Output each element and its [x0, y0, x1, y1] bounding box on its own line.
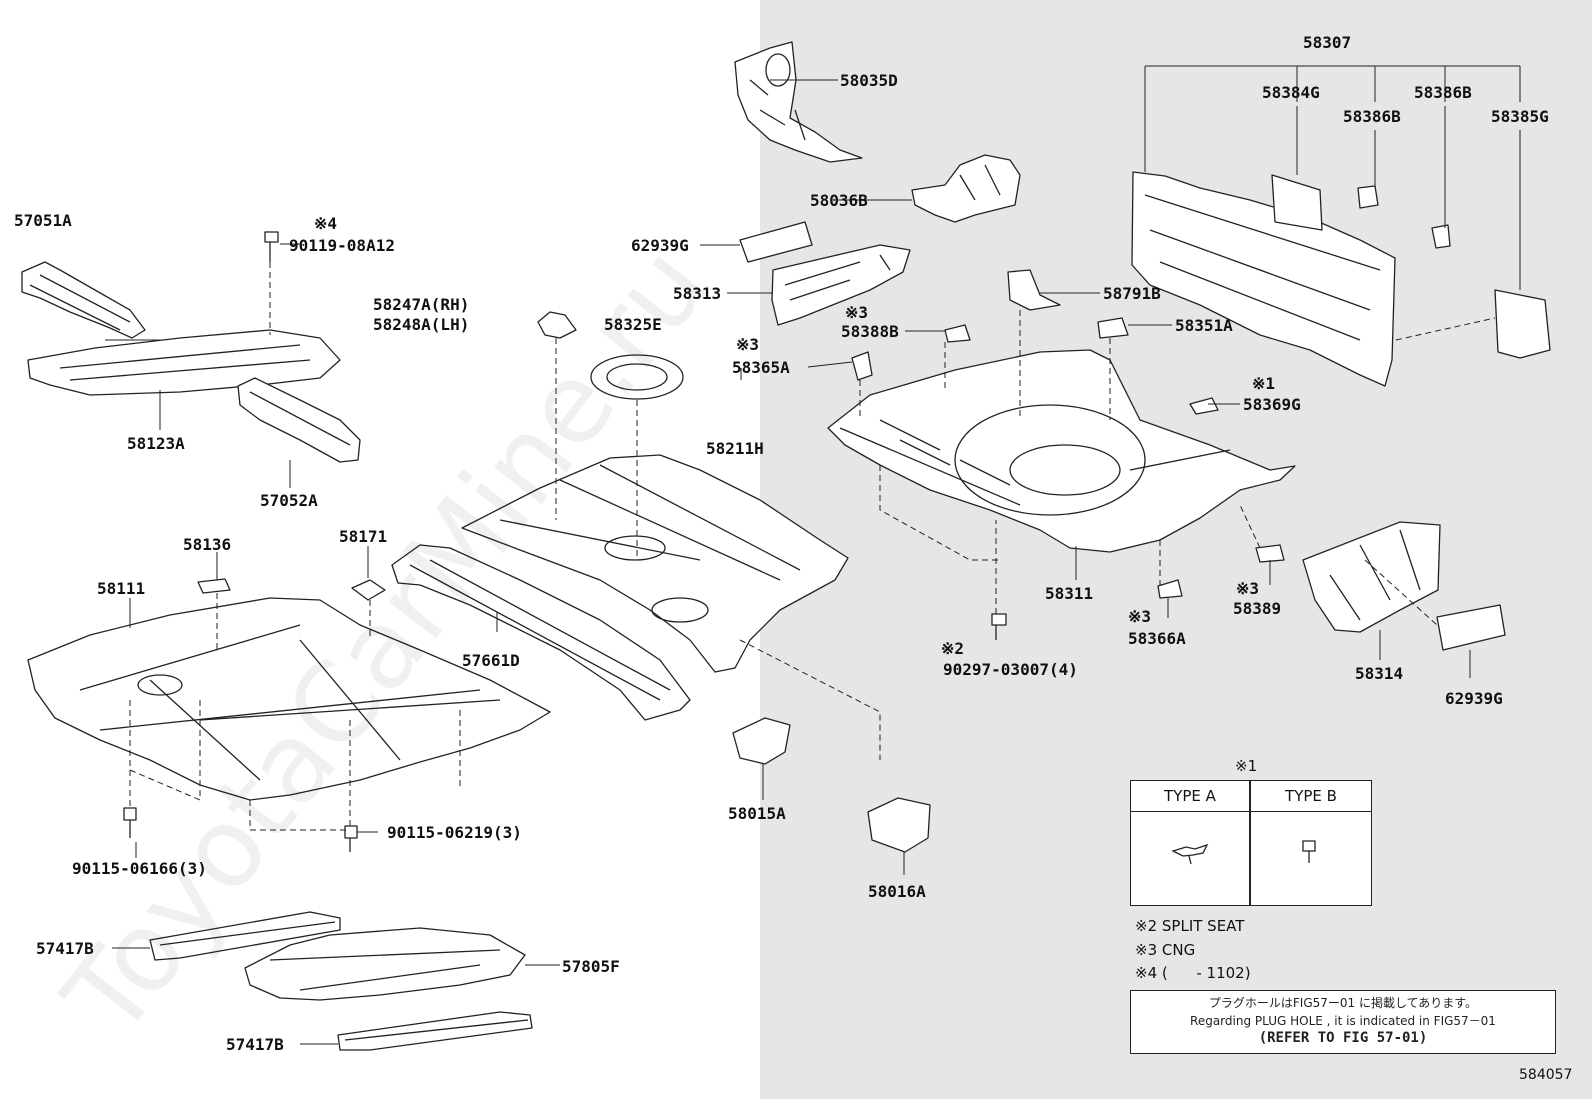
leader-lines	[105, 65, 1521, 1045]
note-cng-text: CNG	[1161, 941, 1196, 959]
floor-57805f	[244, 927, 526, 1001]
callout-58036b: 58036B	[810, 191, 868, 210]
note-date-range: ※4 ( - 1102)	[1135, 964, 1251, 982]
callout-58136: 58136	[183, 535, 232, 554]
callout-58123a: 58123A	[127, 434, 185, 453]
callout-57661d: 57661D	[462, 651, 520, 670]
legend-divider	[1249, 781, 1251, 905]
callout-58386b-a: 58386B	[1343, 107, 1401, 126]
callout-57805f: 57805F	[562, 957, 620, 976]
callout-90115-06166: 90115-06166(3)	[72, 859, 207, 878]
callout-58211h: 58211H	[706, 439, 764, 458]
front-member-57051a	[21, 261, 146, 339]
callout-57417b-lower: 57417B	[226, 1035, 284, 1054]
reference-english: Regarding PLUG HOLE , it is indicated in…	[1190, 1014, 1496, 1028]
note-split-seat-mark: ※2	[1135, 917, 1158, 935]
callout-58388b: 58388B	[841, 322, 899, 341]
small-pieces-front	[123, 231, 386, 852]
legend-header	[1131, 781, 1371, 812]
reference-box: プラグホールはFIG57ー01 に掲載してあります。 Regarding PLU…	[1130, 990, 1556, 1054]
dashed-lines	[129, 262, 1496, 831]
callout-58386b-b: 58386B	[1414, 83, 1472, 102]
callout-58016a: 58016A	[868, 882, 926, 901]
note-cng: ※3 CNG	[1135, 941, 1195, 959]
legend-type-a: TYPE A	[1164, 787, 1216, 805]
type-legend-box: TYPE A TYPE B	[1130, 780, 1372, 906]
sill-57417b-upper	[149, 911, 341, 961]
reference-japanese: プラグホールはFIG57ー01 に掲載してあります。	[1208, 996, 1478, 1010]
cross-member-57661d	[391, 544, 691, 721]
callout-62939g-lower: 62939G	[1445, 689, 1503, 708]
callout-58311: 58311	[1045, 584, 1094, 603]
callout-mark2: ※2	[941, 639, 965, 658]
note-split-seat-text: SPLIT SEAT	[1161, 917, 1245, 935]
note-date-range-text: ( - 1102)	[1161, 964, 1251, 982]
callout-mark3-b: ※3	[736, 335, 760, 354]
side-panel-58314	[1302, 521, 1506, 651]
callout-58313: 58313	[673, 284, 722, 303]
callout-mark3-c: ※3	[1236, 579, 1260, 598]
covers-58015a-58016a	[732, 717, 931, 853]
callout-58015a: 58015A	[728, 804, 786, 823]
callout-58366a: 58366A	[1128, 629, 1186, 648]
figure-number: 584057	[1519, 1067, 1573, 1083]
callout-58247a: 58247A(RH)	[373, 295, 470, 314]
member-57052a	[237, 377, 361, 463]
callout-58369g: 58369G	[1243, 395, 1301, 414]
callout-58035d: 58035D	[840, 71, 898, 90]
sill-57417b-lower	[337, 1011, 533, 1051]
callout-58307: 58307	[1303, 33, 1352, 52]
callout-58314: 58314	[1355, 664, 1404, 683]
callout-58171: 58171	[339, 527, 388, 546]
bracket-58247a	[537, 311, 577, 339]
callout-90119: 90119-08A12	[289, 236, 395, 255]
callout-90297: 90297-03007(4)	[943, 660, 1078, 679]
note-cng-mark: ※3	[1135, 941, 1158, 959]
callout-62939g-upper: 62939G	[631, 236, 689, 255]
front-floor-58111	[27, 597, 551, 801]
callout-58248a: 58248A(LH)	[373, 315, 470, 334]
callout-90115-06219: 90115-06219(3)	[387, 823, 522, 842]
small-brackets-right	[851, 269, 1285, 640]
callout-mark1-a: ※1	[1252, 374, 1276, 393]
rear-upper-panel-58035d	[734, 41, 863, 163]
callout-58389: 58389	[1233, 599, 1282, 618]
note-split-seat: ※2 SPLIT SEAT	[1135, 917, 1244, 935]
center-floor-58211h	[461, 454, 849, 673]
note-date-range-mark: ※4	[1135, 964, 1158, 982]
legend-clip-drawings	[1171, 840, 1316, 865]
callout-58385g: 58385G	[1491, 107, 1549, 126]
callout-58791b: 58791B	[1103, 284, 1161, 303]
legend-type-b: TYPE B	[1285, 787, 1337, 805]
callout-58365a: 58365A	[732, 358, 790, 377]
callout-57051a: 57051A	[14, 211, 72, 230]
callout-mark3-d: ※3	[1128, 607, 1152, 626]
callout-57052a: 57052A	[260, 491, 318, 510]
callout-58351a: 58351A	[1175, 316, 1233, 335]
legend-mark: ※1	[1235, 757, 1258, 775]
front-member-58123a	[27, 329, 341, 396]
callout-mark4: ※4	[314, 214, 338, 233]
rear-floor-pan-58311	[827, 349, 1296, 553]
rear-panel-58307	[1131, 171, 1551, 387]
callout-58111: 58111	[97, 579, 146, 598]
pad-62939g-upper	[739, 221, 813, 263]
callout-57417b-upper: 57417B	[36, 939, 94, 958]
callout-mark3-a: ※3	[845, 303, 869, 322]
reference-refer: (REFER TO FIG 57-01)	[1258, 1030, 1428, 1046]
side-member-58313	[771, 244, 911, 326]
callout-58325e: 58325E	[604, 315, 662, 334]
bracket-58036b	[911, 154, 1021, 223]
callout-58384g: 58384G	[1262, 83, 1320, 102]
pan-58325e	[590, 354, 684, 400]
